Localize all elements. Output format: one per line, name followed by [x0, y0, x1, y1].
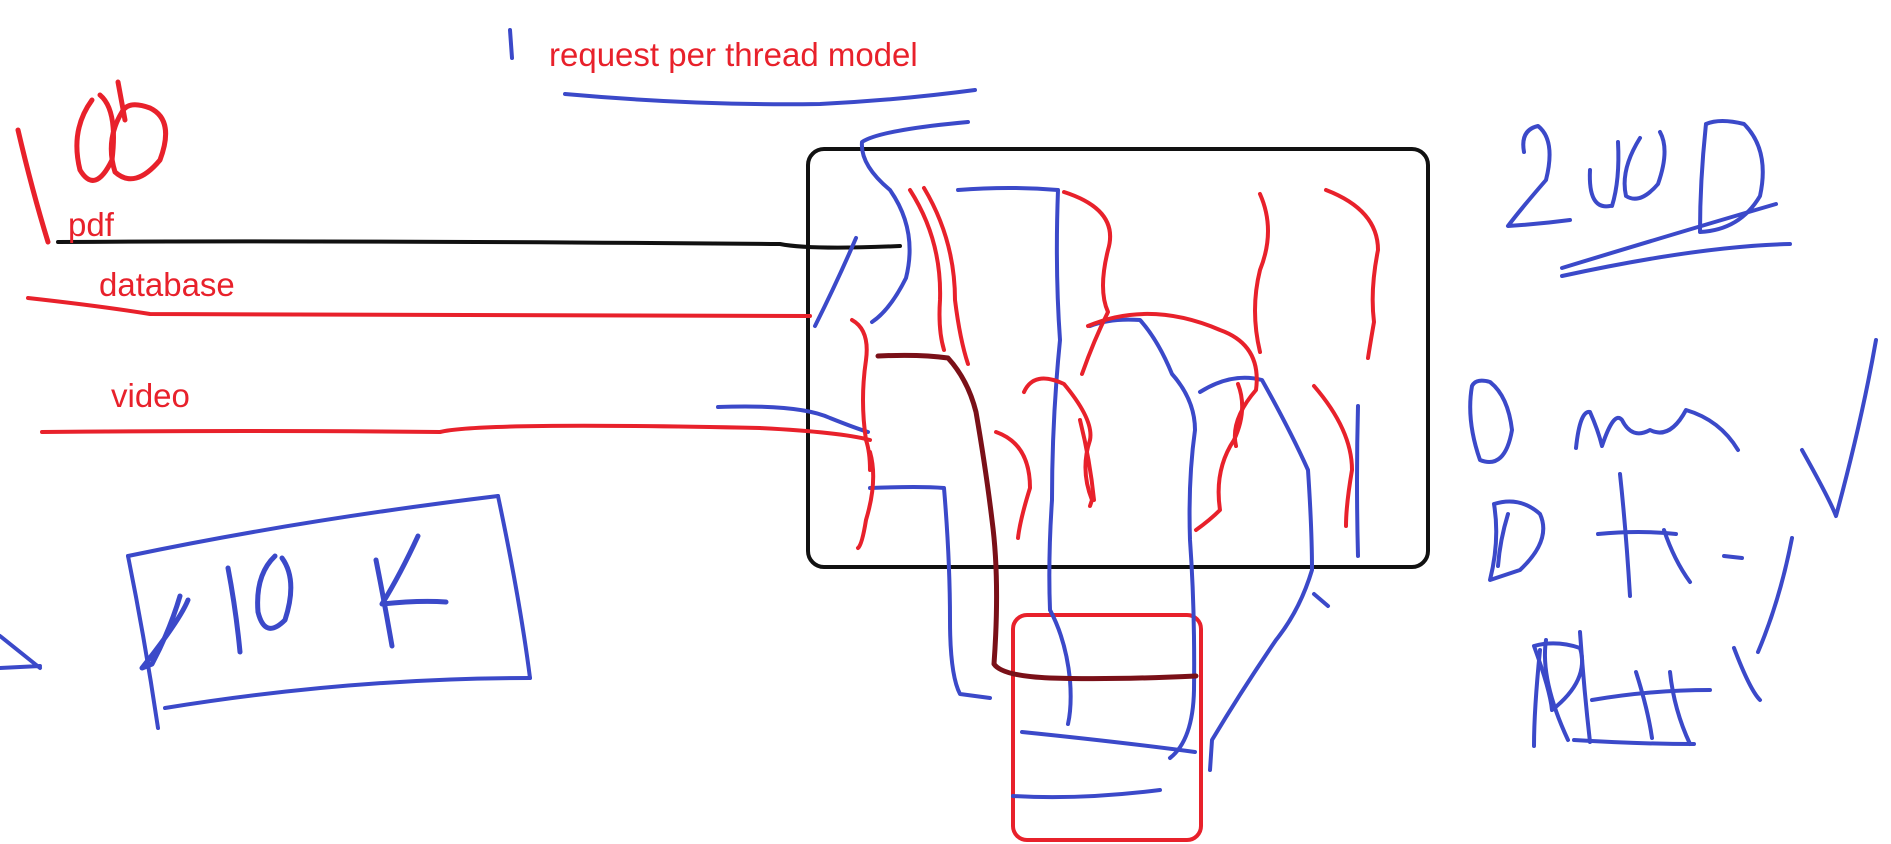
pdf-label: pdf	[68, 206, 114, 243]
handwritten-10k-box	[0, 494, 532, 730]
thread-lines-red	[850, 186, 1380, 550]
blue-input-line	[716, 404, 870, 434]
title-label: request per thread model	[549, 36, 918, 73]
handwritten-200	[1506, 119, 1792, 278]
server-box	[806, 147, 1430, 569]
stray-mark	[508, 28, 514, 60]
thread-line-darkred	[875, 352, 1199, 682]
handwritten-100	[15, 79, 169, 245]
database-request-line	[26, 296, 812, 318]
video-request-line	[40, 423, 872, 442]
database-label: database	[99, 266, 235, 303]
video-label: video	[111, 377, 190, 414]
right-scribbles	[1468, 338, 1878, 748]
thread-lines-blue	[813, 120, 1360, 800]
database-box	[1011, 613, 1203, 842]
title-underline	[563, 88, 977, 107]
pdf-request-line	[56, 239, 902, 250]
handwritten-10k	[139, 533, 449, 671]
